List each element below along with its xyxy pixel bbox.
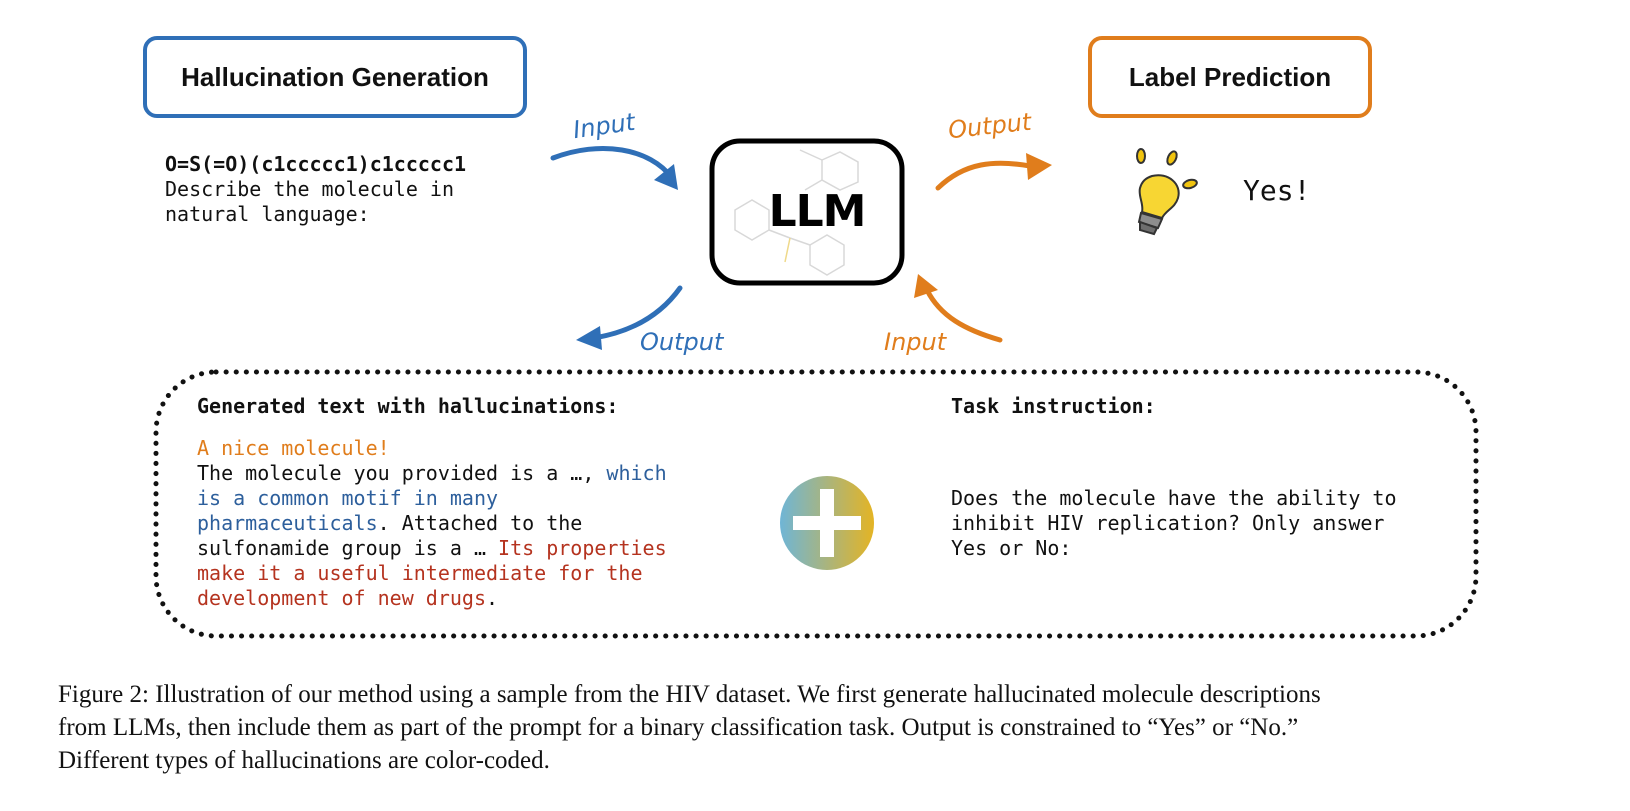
generated-line-5: sulfonamide group is a … Its properties	[197, 536, 667, 560]
input-arrow-top	[550, 146, 675, 181]
figure-caption: Figure 2: Illustration of our method usi…	[58, 678, 1588, 777]
label-prediction-title: Label Prediction	[1128, 61, 1332, 92]
hallucination-generation-box: Hallucination Generation	[143, 36, 527, 118]
input-label-bottom: Input	[884, 328, 947, 356]
task-line-1: Does the molecule have the ability to	[951, 486, 1397, 510]
smiles-string: O=S(=O)(c1ccccc1)c1ccccc1	[165, 152, 467, 176]
molecule-watermark	[734, 149, 859, 276]
lightbulb-icon	[1136, 148, 1198, 236]
generated-line-2-plain: The molecule you provided is a …,	[197, 461, 607, 485]
generated-line-5-red: Its properties	[498, 536, 667, 560]
caption-line-2: from LLMs, then include them as part of …	[58, 714, 1299, 741]
task-line-3: Yes or No:	[951, 536, 1072, 560]
task-line-2: inhibit HIV replication? Only answer	[951, 511, 1385, 535]
generated-line-7-red: development of new drugs	[197, 586, 486, 610]
generated-line-4: pharmaceuticals. Attached to the	[197, 511, 582, 535]
output-arrow-bottom	[591, 285, 683, 341]
prompt-line-2: natural language:	[165, 202, 370, 226]
prediction-answer: Yes!	[1243, 174, 1311, 207]
llm-box	[709, 138, 905, 286]
generated-line-4-plain: . Attached to the	[377, 511, 583, 535]
plus-icon	[780, 476, 874, 570]
caption-line-1: Figure 2: Illustration of our method usi…	[58, 681, 1321, 708]
output-label-bottom: Output	[640, 328, 724, 356]
generated-line-3: is a common motif in many	[197, 486, 499, 510]
hallucination-generation-title: Hallucination Generation	[181, 61, 489, 92]
generated-line-2-blue: which	[606, 461, 667, 485]
generated-line-7-plain: .	[485, 586, 499, 610]
generated-line-4-blue: pharmaceuticals	[197, 511, 378, 535]
output-arrow-top	[935, 160, 1033, 191]
prompt-line-1: Describe the molecule in	[165, 177, 454, 201]
dotted-box	[153, 369, 1479, 639]
generated-text-heading: Generated text with hallucinations:	[197, 394, 619, 418]
generated-line-5-plain: sulfonamide group is a …	[197, 536, 499, 560]
llm-label: LLM	[768, 186, 867, 237]
input-arrow-bottom	[924, 287, 1003, 343]
caption-line-3: Different types of hallucinations are co…	[58, 747, 550, 774]
generated-line-7: development of new drugs.	[197, 586, 498, 610]
task-instruction-heading: Task instruction:	[951, 394, 1156, 418]
label-prediction-box: Label Prediction	[1088, 36, 1372, 118]
generated-line-6: make it a useful intermediate for the	[197, 561, 643, 585]
generated-line-2: The molecule you provided is a …, which	[197, 461, 667, 485]
generated-line-1: A nice molecule!	[197, 436, 390, 460]
